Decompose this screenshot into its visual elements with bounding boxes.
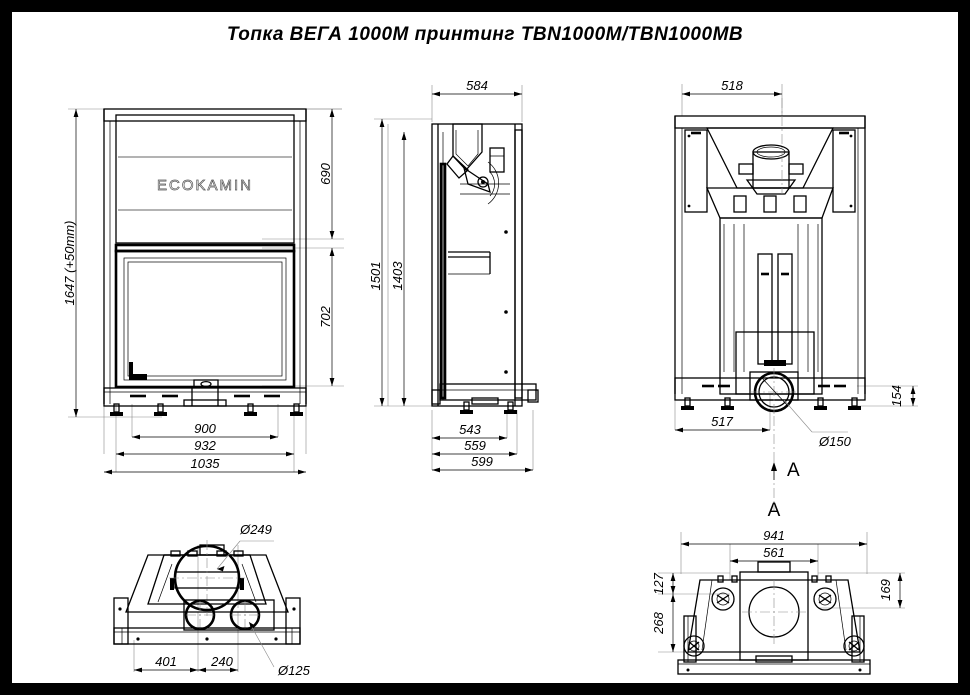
dim-label: 702 [318,305,333,327]
dim-label: 240 [210,654,233,669]
rear-vent-slots [733,195,807,213]
top-plan-view: Ø249 Ø125 401 240 [113,522,311,678]
side-section-view: 584 1501 1403 543 559 [368,78,539,473]
dim-front-frame-width: 1035 [104,456,306,475]
side-base [431,383,539,405]
top-small-ducts [183,599,275,631]
top-extension-lines [133,545,239,672]
front-extension-lines [68,108,344,472]
front-upper-panel: ECOKAMIN [115,114,295,244]
front-elevation-view: ECOKAMIN [62,108,344,475]
dim-rear-flue-diameter: Ø150 [783,399,852,449]
top-base-rail [113,597,301,645]
section-a-body [683,561,865,661]
section-a-base [677,615,871,675]
dim-label: 584 [466,78,488,93]
dim-section-a-lower-height: 268 [651,594,676,652]
rear-fins [723,224,819,372]
dim-front-door-height: 702 [318,248,335,386]
drawing-paper: Топка ВЕГА 1000М принтинг TBN1000M/TBN10… [12,12,958,683]
dim-front-body-width: 932 [116,438,294,457]
dim-side-base-599: 599 [432,454,533,473]
dim-label: 690 [318,162,333,184]
dim-label: Ø249 [239,522,272,537]
dim-side-total-height: 1501 [368,119,385,406]
brand-logo: ECOKAMIN [157,177,253,194]
dim-label: 561 [763,545,785,560]
dim-front-overall-height: 1647 (+50mm) [62,109,79,417]
dim-front-upper-height: 690 [318,109,335,239]
dim-top-center-span: 240 [198,654,238,673]
dim-label: 169 [878,579,893,601]
side-body-outline [431,123,523,407]
section-letter: A [787,460,800,481]
dim-label: 268 [651,611,666,634]
dim-label: 599 [471,454,493,469]
dim-side-base-559: 559 [432,438,517,457]
dim-section-a-upper-height: 127 [651,572,676,595]
dim-label: 401 [155,654,177,669]
dim-label: 941 [763,528,785,543]
dim-label: 932 [194,438,216,453]
rear-hood [705,127,835,195]
dim-section-a-inner-width: 561 [730,545,818,564]
front-frame-outline [103,108,307,404]
rear-base [674,368,866,416]
dim-label: 900 [194,421,216,436]
dim-label: 1035 [191,456,221,471]
section-a-view: A [651,500,905,675]
dim-rear-top-width: 518 [682,78,783,194]
dim-label: Ø150 [818,434,852,449]
dim-label: Ø125 [277,663,311,678]
dim-top-small-duct-diameter: Ø125 [248,621,311,678]
rear-body [706,187,834,395]
dim-section-a-right-height: 169 [878,573,903,608]
dim-label: 1403 [390,261,405,291]
page-title: Топка ВЕГА 1000М принтинг TBN1000M/TBN10… [227,24,743,45]
dim-rear-base-width: 517 [675,414,770,433]
dim-top-main-duct-diameter: Ø249 [216,522,274,572]
rear-elevation-view: 518 517 154 Ø150 A [674,78,918,512]
dim-label: 517 [711,414,733,429]
section-marker-a-upper: A [771,416,800,512]
rear-feet [681,397,861,410]
top-hood-outline [125,544,289,613]
dim-label: 154 [889,385,904,407]
dim-label: 518 [721,78,743,93]
dim-section-a-overall-width: 941 [681,528,867,547]
dim-label: 1647 (+50mm) [62,221,77,306]
front-base [103,387,307,407]
dim-label: 1501 [368,262,383,291]
front-feet [110,403,303,416]
side-internal-details [448,183,510,374]
dim-side-body-height: 1403 [390,132,407,406]
dim-side-top-depth: 584 [432,78,522,97]
dim-label: 559 [464,438,486,453]
dim-rear-base-height: 154 [889,385,916,407]
technical-drawing: Топка ВЕГА 1000М принтинг TBN1000M/TBN10… [62,24,918,678]
side-feet [460,401,517,414]
rear-shell [674,115,866,394]
dim-label: 543 [459,422,481,437]
front-door-assembly [114,243,296,389]
dim-side-base-543: 543 [432,422,507,441]
section-a-label: A [768,500,781,521]
dim-label: 127 [651,572,666,594]
dim-top-offset-left: 401 [134,654,198,673]
dim-front-firebox-width: 900 [132,421,278,440]
side-baffle-assembly [446,123,505,205]
